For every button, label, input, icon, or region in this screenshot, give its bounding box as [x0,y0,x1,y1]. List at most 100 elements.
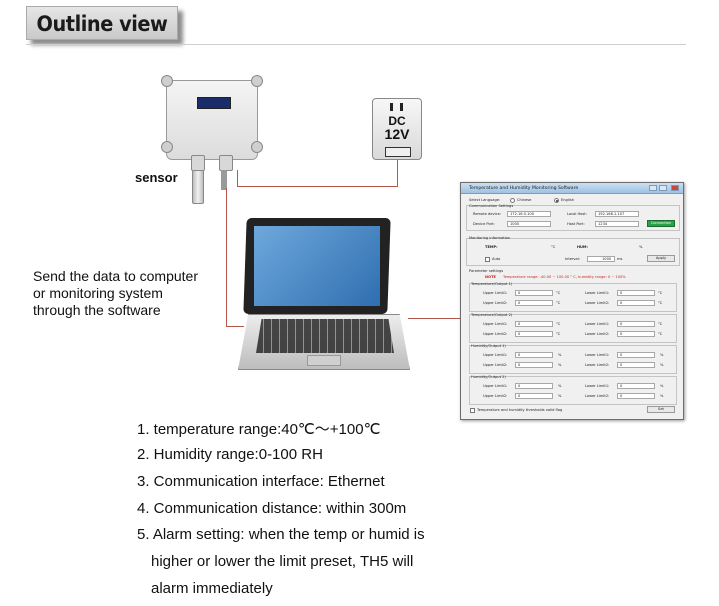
sensor-label: sensor [135,170,178,185]
mounting-ear [161,75,173,87]
device-port-field[interactable]: 1000 [507,221,551,227]
note-label: NOTE [485,275,496,279]
title-tab: Outline view [26,6,178,40]
lower-limit1-field[interactable]: 0 [617,290,655,296]
upper-limit2-field[interactable]: 0 [515,362,553,368]
maximize-icon[interactable] [659,185,667,191]
unit-label: °C [556,301,561,305]
connection-button[interactable]: Connection [647,220,675,227]
unit-label: % [558,353,562,357]
title-divider [26,44,686,45]
sensor-display [197,97,231,109]
param-settings-title: Parameter settings [469,269,504,273]
adapter-voltage-label: 12V [384,126,410,142]
field-value: 0 [620,332,623,336]
temp-label: TEMP: [485,245,498,249]
sensor-device [161,75,263,171]
unit-label: % [660,394,664,398]
close-icon[interactable] [671,185,679,191]
unit-label: % [558,363,562,367]
wire-to-laptop [226,188,227,326]
lower-limit1-field[interactable]: 0 [617,383,655,389]
upper-limit1-field[interactable]: 0 [515,321,553,327]
feature-item-continued: higher or lower the limit preset, TH5 wi… [151,553,414,570]
interval-field[interactable]: 1000 [587,256,615,262]
unit-label: °C [658,332,663,336]
unit-label: °C [556,322,561,326]
upper-limit1-field[interactable]: 0 [515,290,553,296]
lower-limit2-field[interactable]: 0 [617,331,655,337]
upper-limit2-field[interactable]: 0 [515,300,553,306]
upper-limit2-field[interactable]: 0 [515,393,553,399]
sensor-probe [192,170,204,204]
lower-limit2-field[interactable]: 0 [617,362,655,368]
field-value: 0 [518,394,521,398]
upper-limit1-field[interactable]: 0 [515,383,553,389]
field-value: 0 [620,363,623,367]
local-host-field[interactable]: 192.168.1.107 [595,211,639,217]
feature-item: 5. Alarm setting: when the temp or humid… [137,526,425,543]
group-title: Humidity/Output 2) [471,375,506,379]
software-window: Temperature and Humidity Monitoring Soft… [460,182,684,420]
cable-gland [191,155,205,171]
feature-item: 1. temperature range:40℃～+100℃ [137,421,381,438]
threshold-group [469,376,677,405]
lower-limit1-field[interactable]: 0 [617,321,655,327]
local-host-label: Local Host: [567,212,587,216]
remote-device-field[interactable]: 172.16.5.100 [507,211,551,217]
auto-checkbox[interactable] [485,257,490,262]
field-value: 0 [620,291,623,295]
unit-label: % [660,384,664,388]
device-port-value: 1000 [510,222,520,226]
field-value: 0 [518,291,521,295]
lower-limit2-field[interactable]: 0 [617,300,655,306]
adapter-terminal [385,147,411,157]
remote-device-value: 172.16.5.100 [510,212,535,216]
lower-limit2-field[interactable]: 0 [617,393,655,399]
monitoring-group [466,238,680,266]
chinese-label: Chinese [517,198,532,202]
minimize-icon[interactable] [649,185,657,191]
upper-limit2-label: Upper Limit2: [483,301,508,305]
local-host-value: 192.168.1.107 [598,212,625,216]
wire-to-adapter [237,186,397,187]
unit-label: % [558,394,562,398]
field-value: 0 [620,353,623,357]
host-port-label: Host Port: [567,222,585,226]
auto-label: Auto [492,257,501,261]
group-title: Humidity/Output 1) [471,344,506,348]
radio-chinese[interactable] [510,198,515,203]
host-port-field[interactable]: 1234 [595,221,639,227]
interval-unit: ms [617,257,623,261]
unit-label: °C [658,301,663,305]
field-value: 0 [620,384,623,388]
lower-limit1-label: Lower Limit1: [585,291,610,295]
set-button[interactable]: Set [647,406,675,413]
interval-label: Interval: [565,257,580,261]
caption-line: through the software [33,302,161,318]
upper-limit2-label: Upper Limit2: [483,394,508,398]
field-value: 0 [518,384,521,388]
radio-english[interactable] [554,198,559,203]
apply-button[interactable]: Apply [647,255,675,262]
lower-limit1-label: Lower Limit1: [585,353,610,357]
upper-limit1-field[interactable]: 0 [515,352,553,358]
monitoring-title: Monitoring information [469,236,511,240]
select-language-label: Select Language: [469,198,501,202]
field-value: 0 [518,301,521,305]
adapter-dc-label: DC [388,114,406,128]
upper-limit2-field[interactable]: 0 [515,331,553,337]
caption-line: Send the data to computer [33,268,198,284]
caption-line: or monitoring system [33,285,163,301]
threshold-group [469,345,677,374]
threshold-flag-checkbox[interactable] [470,408,475,413]
field-value: 0 [620,322,623,326]
wire-adapter-up [397,160,398,187]
group-title: Temperature/Output 1) [471,282,513,286]
upper-limit2-label: Upper Limit2: [483,332,508,336]
field-value: 0 [518,322,521,326]
unit-label: °C [658,322,663,326]
note-text: Temperature range: -40.00 ~ 100.00 ° C, … [503,275,626,279]
lower-limit1-field[interactable]: 0 [617,352,655,358]
page-title: Outline view [36,12,168,36]
